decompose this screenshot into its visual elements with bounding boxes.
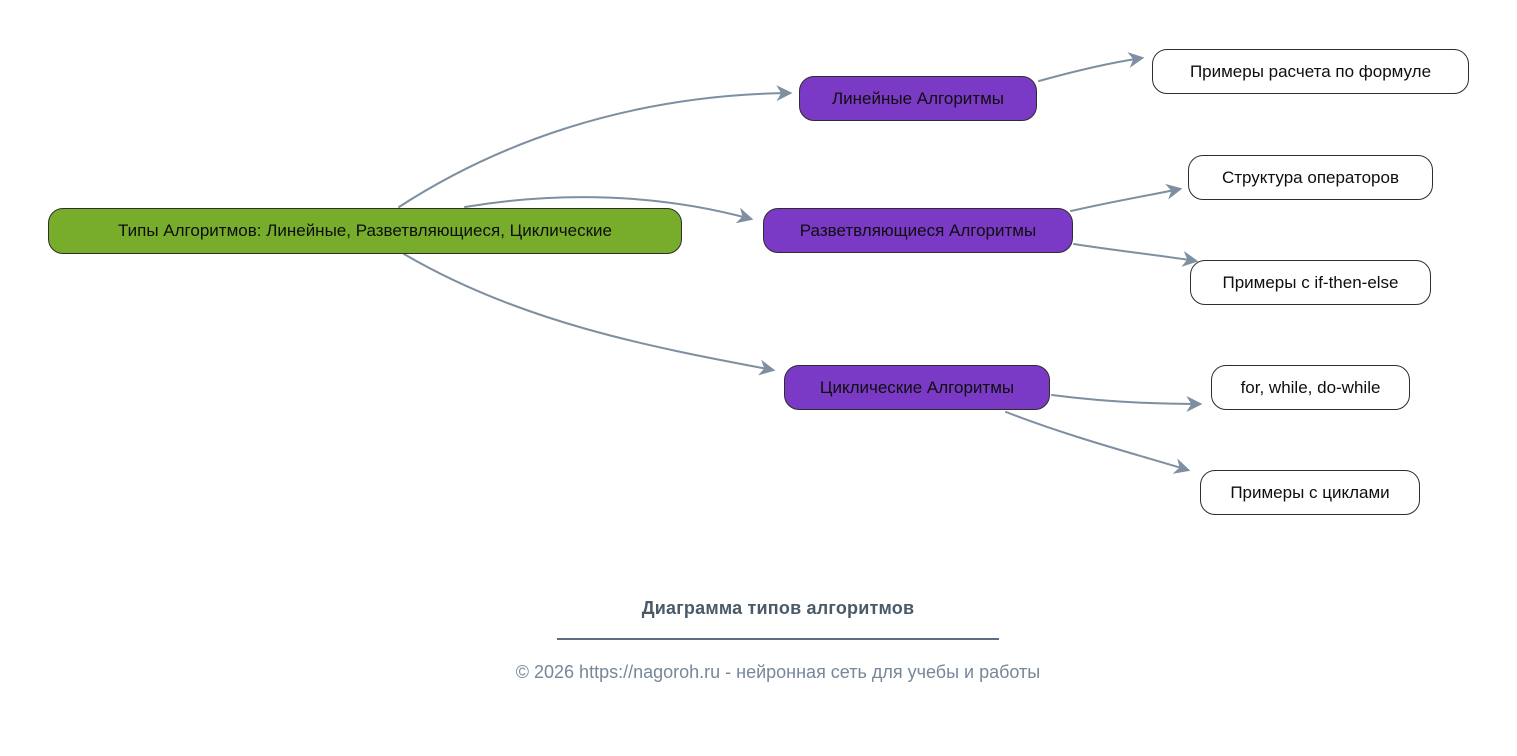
footer-divider-line [557, 638, 999, 640]
node-linear-algorithms: Линейные Алгоритмы [799, 76, 1037, 121]
node-label: Типы Алгоритмов: Линейные, Разветвляющие… [118, 221, 612, 240]
node-label: Примеры расчета по формуле [1189, 61, 1432, 81]
footer: Диаграмма типов алгоритмов © 2026 https:… [403, 598, 1153, 683]
node-label: for, while, do-while [1240, 377, 1381, 397]
edge-root-to-cyclic [403, 253, 776, 376]
node-formula-examples: Примеры расчета по формуле [1152, 49, 1469, 94]
node-label: Линейные Алгоритмы [832, 88, 1004, 108]
node-label: Примеры с if-then-else [1222, 272, 1399, 292]
edge-branching-to-ifthenelse [1073, 243, 1199, 267]
node-label: Примеры с циклами [1230, 482, 1390, 502]
edge-linear-to-formula [1038, 52, 1145, 82]
node-ifthenelse-examples: Примеры с if-then-else [1190, 260, 1431, 305]
edge-root-to-linear [398, 85, 793, 208]
node-algorithm-types-root: Типы Алгоритмов: Линейные, Разветвляющие… [48, 208, 682, 254]
node-operator-structure: Структура операторов [1188, 155, 1433, 200]
edge-cyclic-to-forwhile [1051, 394, 1203, 412]
node-label: Разветвляющиеся Алгоритмы [799, 220, 1037, 240]
node-label: Циклические Алгоритмы [819, 377, 1015, 397]
node-loop-keywords: for, while, do-while [1211, 365, 1410, 410]
copyright-text: © 2026 https://nagoroh.ru - нейронная се… [515, 662, 1041, 682]
node-label: Структура операторов [1221, 167, 1399, 187]
edge-cyclic-to-loopexamples [1005, 411, 1191, 474]
node-cyclic-algorithms: Циклические Алгоритмы [784, 365, 1050, 410]
node-loop-examples: Примеры с циклами [1200, 470, 1420, 515]
node-branching-algorithms: Разветвляющиеся Алгоритмы [763, 208, 1073, 253]
edge-root-to-branching [464, 196, 754, 224]
diagram-title: Диаграмма типов алгоритмов [641, 598, 915, 618]
edge-branching-to-structure [1070, 183, 1183, 212]
